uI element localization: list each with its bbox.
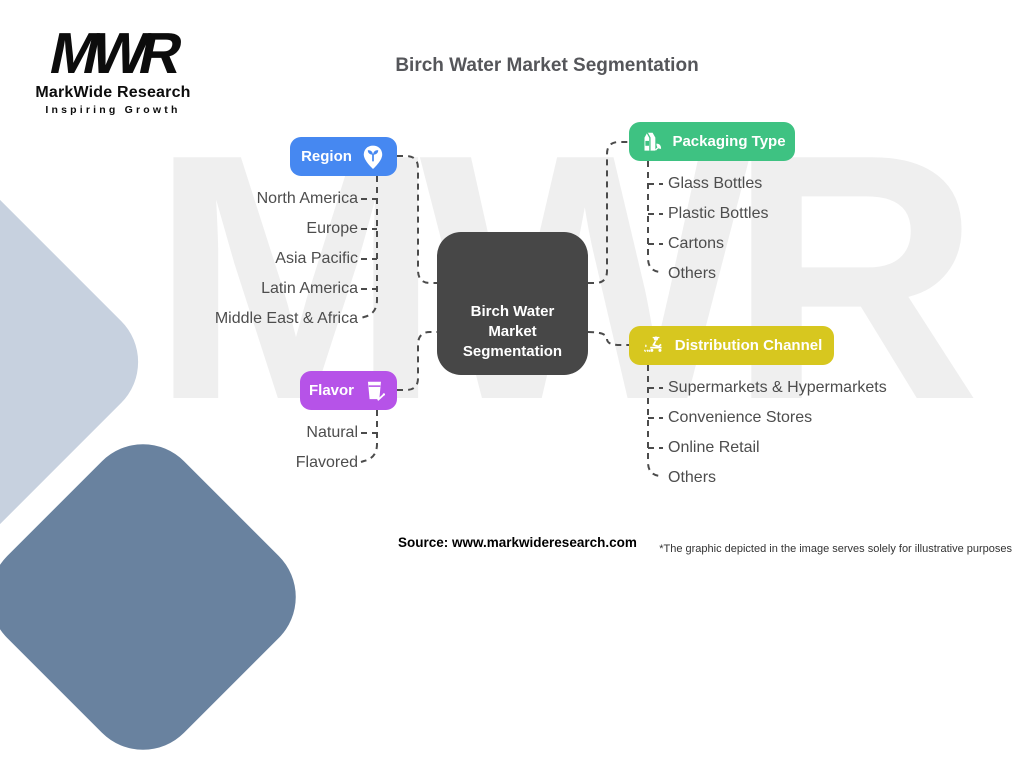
central-node-line: Market: [488, 323, 537, 340]
list-item: Others: [668, 469, 717, 486]
list-item: Asia Pacific: [275, 250, 358, 267]
list-item: Others: [668, 265, 717, 282]
list-item: Convenience Stores: [668, 409, 813, 426]
logo-monogram: MWR: [44, 21, 182, 86]
list-item: Plastic Bottles: [668, 205, 769, 222]
distribution-channel-label: Distribution Channel: [674, 337, 823, 354]
map-pin-plant-icon: [360, 144, 386, 170]
central-node-line: Segmentation: [462, 343, 563, 360]
list-item: Supermarkets & Hypermarkets: [668, 379, 887, 396]
carton-icon: [638, 129, 664, 155]
central-node: Birch Water Market Segmentation: [437, 232, 588, 375]
flavor-label: Flavor: [308, 382, 354, 399]
logo-tagline: Inspiring Growth: [45, 104, 181, 116]
list-item: Latin America: [261, 280, 358, 297]
region-label: Region: [301, 148, 352, 165]
branch-node-distribution-channel: Distribution Channel: [629, 326, 834, 365]
list-item: Europe: [306, 220, 358, 237]
list-item: Natural: [306, 424, 358, 441]
list-item: Flavored: [295, 454, 358, 471]
branch-node-region: Region: [290, 137, 397, 176]
list-item: Online Retail: [668, 439, 760, 456]
logo: MWR MarkWide Research Inspiring Growth: [28, 21, 198, 116]
delivery-icon: [641, 333, 667, 359]
packaging-type-label: Packaging Type: [672, 133, 786, 150]
page-title: Birch Water Market Segmentation: [395, 55, 699, 76]
packaging-item-list: Glass Bottles Plastic Bottles Cartons Ot…: [668, 169, 998, 289]
connector-lines: [360, 141, 664, 478]
branch-node-packaging-type: Packaging Type: [629, 122, 795, 161]
flavor-item-list: Natural Flavored: [60, 418, 358, 478]
list-item: North America: [256, 190, 358, 207]
source-text: Source: www.markwideresearch.com: [398, 535, 637, 550]
list-item: Glass Bottles: [668, 175, 763, 192]
central-node-line: Birch Water: [470, 303, 555, 320]
list-item: Cartons: [668, 235, 725, 252]
region-item-list: North America Europe Asia Pacific Latin …: [60, 184, 358, 334]
glass-icon: [362, 378, 388, 404]
distribution-item-list: Supermarkets & Hypermarkets Convenience …: [668, 373, 998, 493]
logo-company-name: MarkWide Research: [35, 84, 191, 101]
list-item: Middle East & Africa: [214, 310, 358, 327]
branch-node-flavor: Flavor: [300, 371, 397, 410]
disclaimer-text: *The graphic depicted in the image serve…: [659, 543, 1012, 555]
